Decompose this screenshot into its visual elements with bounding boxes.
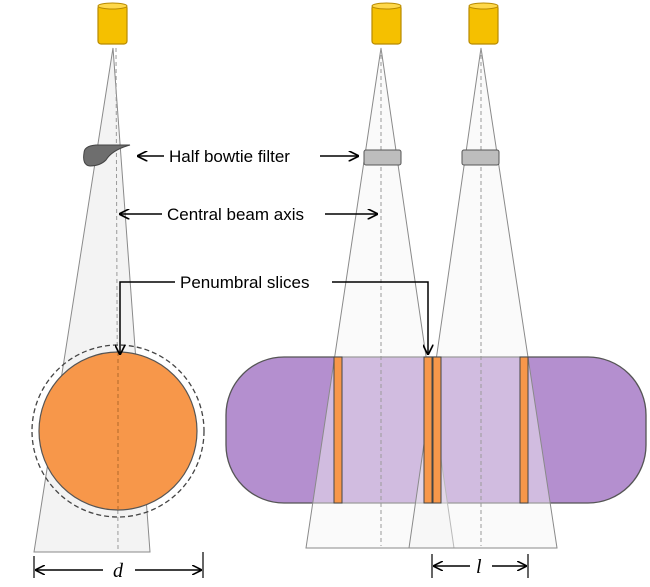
beam-1-source-top: [371, 2, 402, 10]
penumbral-slice: [333, 356, 343, 504]
annotations: Half bowtie filter Central beam axis Pen…: [33, 147, 529, 582]
bowtie-filter-label: Half bowtie filter: [169, 147, 290, 166]
penumbral-slices-label: Penumbral slices: [180, 273, 309, 292]
beam-1-x-ray-source: [371, 4, 402, 45]
left-x-ray-source: [97, 4, 128, 45]
left-beam-group: [31, 2, 205, 553]
beam-1: [305, 47, 455, 549]
l-dimension-label: l: [476, 556, 482, 578]
penumbral-slice: [423, 356, 433, 504]
d-dimension-label: d: [113, 560, 124, 582]
half-bowtie-filter-shape: [83, 144, 131, 167]
beam-2-source-top: [468, 2, 499, 10]
beam-1-filter: [363, 149, 402, 166]
penumbral-slice: [432, 356, 442, 504]
beam-2-x-ray-source: [468, 4, 499, 45]
penumbral-left-arrow: [120, 281, 175, 354]
penumbral-slice: [519, 356, 529, 504]
central-axis-label: Central beam axis: [167, 205, 304, 224]
left-source-top: [97, 2, 128, 10]
beam-2-filter: [461, 149, 500, 166]
penumbral-right-arrow: [332, 281, 428, 354]
right-geometry-group: [225, 2, 647, 549]
